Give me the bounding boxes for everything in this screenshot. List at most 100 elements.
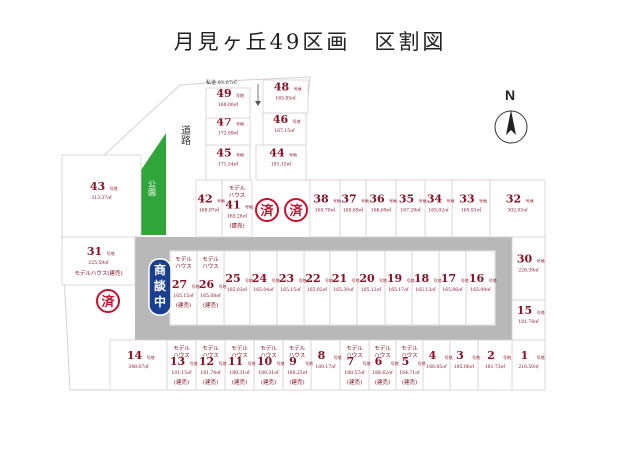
lot-number: 25	[225, 272, 240, 285]
lot-number: 1	[521, 349, 529, 362]
lot-area: 216.50㎡	[518, 363, 539, 370]
lot-area: 165.15㎡	[173, 292, 194, 299]
road-loop	[135, 237, 512, 340]
lot-number: 36	[369, 193, 385, 206]
lot-number: 14	[127, 349, 143, 362]
lot-unit: 号地	[305, 360, 313, 366]
model-house-label: モデル	[401, 344, 418, 352]
lot-area: 171.54㎡	[218, 161, 239, 168]
lot-area: 165.03㎡	[227, 286, 248, 293]
lot-number: 10	[257, 355, 273, 368]
lot-outline	[511, 236, 546, 301]
lot-area: 180.57㎡	[344, 369, 365, 376]
lot-unit: 号地	[479, 198, 487, 204]
lot-number: 46	[273, 113, 289, 126]
lot-outline	[395, 179, 426, 238]
park-label: 公園	[148, 180, 157, 197]
model-house-label: モデル	[289, 344, 306, 352]
lot-area: 180.31㎡	[258, 369, 279, 376]
lot-outline	[511, 299, 546, 341]
road-label: 道路	[179, 124, 191, 146]
lot-outline	[489, 179, 546, 238]
lot-number: 22	[305, 272, 320, 285]
lot-number: 23	[279, 272, 294, 285]
lot-number: 26	[199, 278, 215, 291]
built-for-sale-label: (建売)	[375, 378, 390, 386]
lot-area: 165.30㎡	[333, 286, 354, 293]
lot-area: 167.29㎡	[400, 207, 421, 214]
lot-area: 180.17㎡	[315, 363, 336, 370]
lot-area: 165.17㎡	[388, 286, 409, 293]
lot-number: 35	[399, 193, 414, 206]
negotiating-text: 談	[154, 278, 167, 293]
lot-unit: 号地	[219, 283, 227, 289]
lot-number: 6	[375, 355, 383, 368]
negotiating-text: 商	[154, 262, 166, 277]
lot-outline	[253, 339, 284, 391]
lot-area: 181.78㎡	[518, 318, 539, 325]
sold-stamp: 済	[284, 198, 308, 222]
lot-1[interactable]: 1 号地 216.50㎡	[511, 339, 546, 391]
lot-number: 20	[359, 272, 375, 285]
private-road-label: 私道 93.07㎡	[206, 79, 237, 86]
lot-unit: 号地	[289, 152, 297, 158]
lot-outline	[195, 339, 226, 391]
lot-outline	[61, 236, 136, 286]
model-house-label: ハウス	[175, 262, 192, 270]
lot-outline	[255, 144, 307, 181]
lot-area: 313.37㎡	[91, 194, 112, 201]
lot-area: 167.15㎡	[274, 127, 295, 134]
model-house-label: モデル	[175, 255, 192, 263]
lot-number: 4	[429, 349, 437, 362]
lot-unit: 号地	[537, 354, 545, 360]
lot-area: 165.85㎡	[275, 95, 296, 102]
lot-number: 43	[90, 180, 105, 193]
lot-outline	[368, 339, 397, 391]
lot-area: 165.70㎡	[315, 207, 336, 214]
